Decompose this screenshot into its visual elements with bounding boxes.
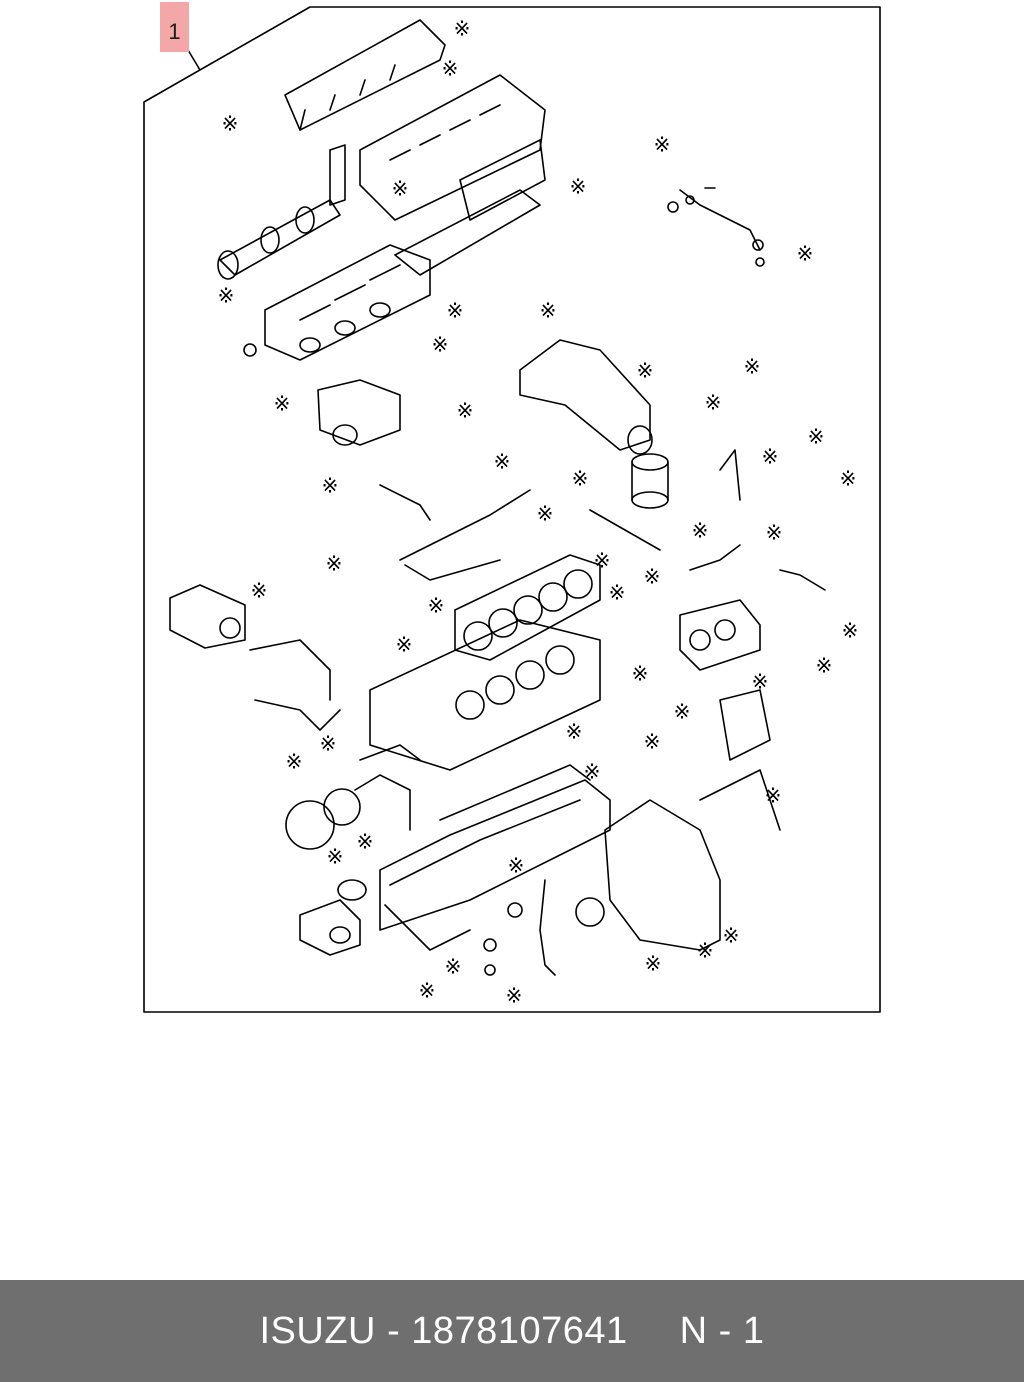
part-marker-symbol: ※ [457, 399, 474, 423]
part-marker-symbol: ※ [645, 952, 662, 976]
part-marker-symbol: ※ [644, 730, 661, 754]
part-marker-symbol: ※ [326, 552, 343, 576]
intake-manifold [243, 244, 431, 361]
part-marker-symbol: ※ [654, 133, 671, 157]
part-marker-symbol: ※ [632, 662, 649, 686]
dipstick-tube [539, 879, 556, 976]
coolant-elbow-left [299, 879, 367, 956]
part-marker-symbol: ※ [808, 425, 825, 449]
part-marker-symbol: ※ [428, 594, 445, 618]
part-marker-symbol: ※ [570, 175, 587, 199]
callout-number-badge: 1 [160, 2, 189, 52]
part-marker-symbol: ※ [392, 177, 409, 201]
water-manifold [519, 339, 653, 455]
diagram-frame [143, 6, 881, 1013]
footer-separator: - [387, 1309, 401, 1352]
part-marker-symbol: ※ [637, 359, 654, 383]
part-marker-symbol: ※ [644, 565, 661, 589]
part-marker-symbol: ※ [540, 299, 557, 323]
part-marker-symbol: ※ [723, 924, 740, 948]
part-marker-symbol: ※ [572, 467, 589, 491]
part-marker-symbol: ※ [442, 57, 459, 81]
flywheel-housing [575, 689, 781, 951]
part-marker-symbol: ※ [692, 519, 709, 543]
camshaft [217, 144, 346, 280]
part-marker-symbol: ※ [537, 502, 554, 526]
turbocharger [169, 584, 341, 731]
part-marker-symbol: ※ [566, 720, 583, 744]
quantity-label: N - 1 [679, 1309, 765, 1352]
part-marker-symbol: ※ [445, 955, 462, 979]
part-marker-symbol: ※ [454, 17, 471, 41]
timing-gear-case [285, 744, 421, 850]
part-marker-symbol: ※ [447, 299, 464, 323]
exploded-view-drawing [143, 6, 881, 1013]
part-marker-symbol: ※ [327, 845, 344, 869]
part-marker-symbol: ※ [766, 521, 783, 545]
part-marker-symbol: ※ [816, 654, 833, 678]
part-marker-symbol: ※ [705, 391, 722, 415]
brand-label: ISUZU [259, 1309, 376, 1352]
fuel-injection-pipes [379, 449, 826, 591]
drain-plug [483, 938, 497, 952]
part-marker-symbol: ※ [584, 760, 601, 784]
part-markers-layer: ※ ※ ※ ※ ※ ※ ※ ※ ※ ※ ※ ※ ※ ※ ※ ※ ※ ※ ※ ※ ※ ※ ※ ※ ※ ※ ※ ※ ※ ※ ※ ※ ※ ※ ※ ※ ※ ※ ※ ※… [218, 17, 859, 1008]
thermostat-housing-left [317, 379, 401, 446]
part-marker-symbol: ※ [762, 445, 779, 469]
part-marker-symbol: ※ [674, 700, 691, 724]
part-marker-symbol: ※ [419, 979, 436, 1003]
part-marker-symbol: ※ [322, 474, 339, 498]
part-marker-symbol: ※ [609, 581, 626, 605]
part-marker-symbol: ※ [508, 854, 525, 878]
part-marker-symbol: ※ [357, 830, 374, 854]
part-marker-symbol: ※ [744, 355, 761, 379]
rocker-cover [284, 19, 546, 221]
part-marker-symbol: ※ [396, 633, 413, 657]
part-marker-symbol: ※ [432, 333, 449, 357]
part-marker-symbol: ※ [765, 784, 782, 808]
part-info-footer: ISUZU - 1878107641 N - 1 [0, 1280, 1024, 1382]
gasket-right [679, 599, 761, 671]
part-marker-symbol: ※ [274, 392, 291, 416]
engine-gasket-kit-diagram: ※ ※ ※ ※ ※ ※ ※ ※ ※ ※ ※ ※ ※ ※ ※ ※ ※ ※ ※ ※ ※ ※ ※ ※ ※ ※ ※ ※ ※ ※ ※ ※ ※ ※ ※ ※ ※ ※ ※ ※… [143, 2, 881, 1013]
part-marker-symbol: ※ [842, 619, 859, 643]
part-marker-symbol: ※ [320, 732, 337, 756]
part-number-label: 1878107641 [411, 1309, 628, 1352]
part-marker-symbol: ※ [494, 450, 511, 474]
part-marker-symbol: ※ [594, 549, 611, 573]
cover-gasket [394, 189, 541, 276]
part-marker-symbol: ※ [286, 750, 303, 774]
oil-feed-pipe-top-right [667, 187, 765, 267]
part-marker-symbol: ※ [697, 939, 714, 963]
part-marker-symbol: ※ [506, 984, 523, 1008]
part-marker-symbol: ※ [251, 579, 268, 603]
oil-pan [379, 764, 611, 951]
part-marker-symbol: ※ [222, 112, 239, 136]
oil-filter [631, 453, 669, 509]
part-marker-symbol: ※ [752, 670, 769, 694]
part-marker-symbol: ※ [218, 284, 235, 308]
cylinder-head [369, 619, 601, 771]
part-marker-symbol: ※ [840, 467, 857, 491]
part-marker-symbol: ※ [797, 242, 814, 266]
